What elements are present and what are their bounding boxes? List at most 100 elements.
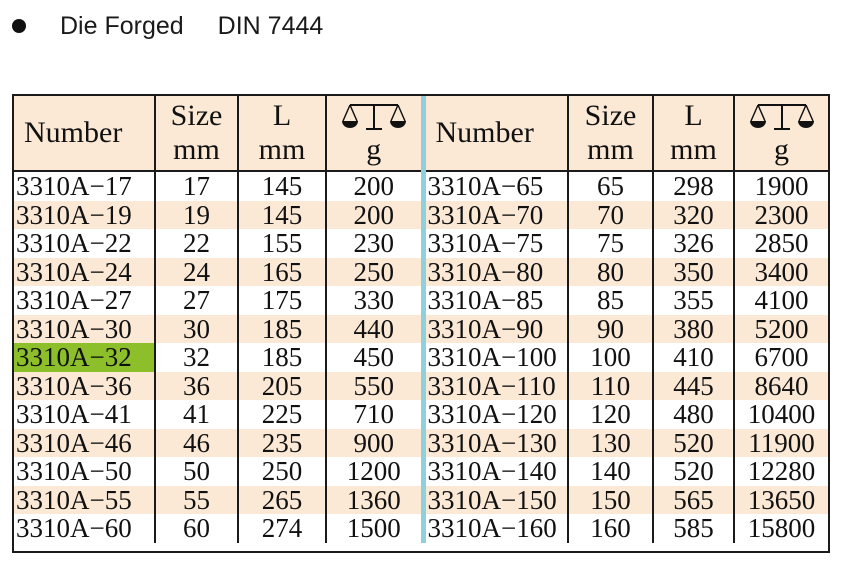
cell-length: 250 [238, 457, 327, 486]
cell-number-right: 3310A−130 [423, 428, 569, 457]
section-heading: Die Forged DIN 7444 [12, 8, 323, 44]
cell-weight-right: 5200 [734, 314, 828, 343]
cell-size-right: 130 [568, 428, 654, 457]
cell-length: 175 [238, 286, 327, 315]
cell-weight: 440 [326, 314, 426, 343]
cell-size: 24 [155, 257, 239, 286]
cell-weight: 710 [326, 400, 426, 429]
cell-length-right: 355 [653, 286, 735, 315]
cell-weight: 250 [326, 257, 426, 286]
cell-number: 3310A−55 [14, 485, 156, 514]
cell-length-right: 410 [653, 343, 735, 372]
heading-label-die-forged: Die Forged [60, 11, 184, 40]
header-number-right: Number [423, 96, 569, 172]
header-weight: g [326, 96, 426, 172]
cell-number: 3310A−46 [14, 428, 156, 457]
cell-size-right: 110 [568, 371, 654, 400]
cell-weight: 450 [326, 343, 426, 372]
cell-size-right: 70 [568, 200, 654, 229]
cell-size: 22 [155, 229, 239, 258]
cell-length-right: 326 [653, 229, 735, 258]
cell-length: 155 [238, 229, 327, 258]
cell-number-right: 3310A−80 [423, 257, 569, 286]
cell-number: 3310A−60 [14, 514, 156, 543]
cell-number: 3310A−50 [14, 457, 156, 486]
cell-weight-right: 12280 [734, 457, 828, 486]
cell-weight: 200 [326, 171, 426, 201]
cell-size-right: 75 [568, 229, 654, 258]
cell-length: 145 [238, 171, 327, 201]
cell-size-right: 85 [568, 286, 654, 315]
cell-weight-right: 13650 [734, 485, 828, 514]
cell-weight-right: 4100 [734, 286, 828, 315]
cell-number: 3310A−19 [14, 200, 156, 229]
cell-weight-right: 8640 [734, 371, 828, 400]
cell-size: 36 [155, 371, 239, 400]
heading-label-standard: DIN 7444 [217, 11, 324, 40]
cell-length: 205 [238, 371, 327, 400]
header-weight-right: g [734, 96, 828, 172]
cell-number-right: 3310A−65 [423, 171, 569, 201]
cell-number: 3310A−27 [14, 286, 156, 315]
cell-number-right: 3310A−70 [423, 200, 569, 229]
cell-length-right: 565 [653, 485, 735, 514]
cell-size: 32 [155, 343, 239, 372]
cell-length-right: 350 [653, 257, 735, 286]
cell-weight-right: 2850 [734, 229, 828, 258]
cell-weight-right: 10400 [734, 400, 828, 429]
cell-length-right: 520 [653, 457, 735, 486]
cell-length-right: 320 [653, 200, 735, 229]
cell-weight: 550 [326, 371, 426, 400]
cell-length-right: 445 [653, 371, 735, 400]
cell-length: 165 [238, 257, 327, 286]
cell-number-right: 3310A−85 [423, 286, 569, 315]
cell-weight: 900 [326, 428, 426, 457]
cell-weight-right: 3400 [734, 257, 828, 286]
cell-weight: 330 [326, 286, 426, 315]
cell-length-right: 520 [653, 428, 735, 457]
cell-number-right: 3310A−90 [423, 314, 569, 343]
cell-number-right: 3310A−160 [423, 514, 569, 543]
cell-weight: 1360 [326, 485, 426, 514]
cell-number: 3310A−24 [14, 257, 156, 286]
cell-size-right: 80 [568, 257, 654, 286]
cell-weight: 200 [326, 200, 426, 229]
cell-size: 55 [155, 485, 239, 514]
cell-size: 50 [155, 457, 239, 486]
cell-length: 274 [238, 514, 327, 543]
cell-length-right: 480 [653, 400, 735, 429]
cell-number-right: 3310A−150 [423, 485, 569, 514]
cell-length: 225 [238, 400, 327, 429]
cell-size-right: 140 [568, 457, 654, 486]
cell-number-right: 3310A−75 [423, 229, 569, 258]
cell-size: 30 [155, 314, 239, 343]
cell-size-right: 100 [568, 343, 654, 372]
cell-length: 185 [238, 343, 327, 372]
cell-length: 145 [238, 200, 327, 229]
cell-number: 3310A−22 [14, 229, 156, 258]
cell-size: 27 [155, 286, 239, 315]
cell-number: 3310A−32 [14, 343, 156, 372]
cell-weight: 1200 [326, 457, 426, 486]
cell-size-right: 160 [568, 514, 654, 543]
cell-number: 3310A−41 [14, 400, 156, 429]
cell-weight-right: 6700 [734, 343, 828, 372]
cell-number: 3310A−17 [14, 171, 156, 201]
cell-weight-right: 11900 [734, 428, 828, 457]
cell-size-right: 150 [568, 485, 654, 514]
cell-size: 19 [155, 200, 239, 229]
